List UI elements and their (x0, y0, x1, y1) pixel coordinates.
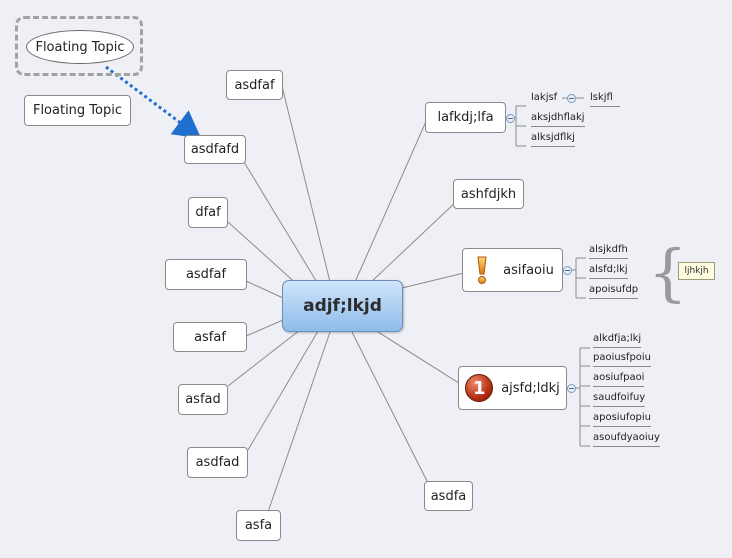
subtopic-label: alksjdflkj (531, 132, 575, 143)
main-topic[interactable]: ashfdjkh (453, 179, 524, 209)
branch-line (245, 280, 284, 299)
subtopic-label: saudfoifuy (593, 392, 646, 403)
collapse-toggle[interactable] (567, 94, 576, 103)
main-topic-label: dfaf (195, 205, 221, 220)
selection-frame (15, 16, 143, 76)
main-topic[interactable]: asifaoiu (462, 248, 563, 292)
summary-label: ljhkjh (684, 266, 709, 276)
branch-line (245, 319, 284, 337)
subtopic-label: lakjsf (531, 92, 558, 103)
subtopic[interactable]: alsjkdfh (589, 244, 628, 259)
main-topic[interactable]: lafkdj;lfa (425, 102, 506, 133)
priority-1-icon: 1 (465, 374, 494, 402)
floating-topic-label: Floating Topic (32, 103, 123, 118)
central-topic-label: adjf;lkjd (303, 296, 382, 316)
subtopic-label: alsfd;lkj (589, 264, 628, 275)
subtopic[interactable]: lakjsf (531, 92, 557, 104)
summary-topic[interactable]: ljhkjh (678, 262, 715, 280)
main-topic-label: ashfdjkh (460, 186, 517, 202)
subtopic-label: alsjkdfh (589, 244, 628, 255)
main-topic[interactable]: dfaf (188, 197, 228, 228)
subtopic[interactable]: apoisufdp (589, 284, 639, 299)
relationship-arrow[interactable] (105, 65, 202, 139)
branch-line (227, 221, 301, 288)
main-topic-label: asdfaf (185, 267, 227, 282)
subtopic[interactable]: asoufdyaoiuy (593, 432, 660, 447)
subtopic-label: paoiusfpoiu (593, 352, 652, 363)
floating-topic-box[interactable]: Floating Topic (24, 95, 131, 126)
main-topic-label: asdfaf (234, 77, 275, 93)
branch-line (267, 331, 331, 513)
subtopic[interactable]: paoiusfpoiu (593, 352, 652, 367)
subtopic-label: aosiufpaoi (593, 372, 645, 383)
main-topic-label: asifaoiu (503, 262, 554, 278)
main-topic[interactable]: asdfa (424, 481, 473, 511)
branch-line (369, 199, 459, 284)
subtopic-label: lskjfl (590, 92, 613, 103)
main-topic[interactable]: 1 ajsfd;ldkj (458, 366, 567, 410)
subtopic[interactable]: lskjfl (590, 92, 620, 107)
subtopic-label: aksjdhflakj (531, 112, 585, 123)
main-topic-label: asdfad (195, 455, 240, 470)
main-topic[interactable]: asdfafd (184, 135, 246, 164)
main-topic[interactable]: asdfad (187, 447, 248, 478)
branch-line (401, 272, 465, 289)
main-topic-label: asdfafd (190, 142, 240, 157)
main-topic[interactable]: asdfaf (226, 70, 283, 100)
subtopic-label: apoisufdp (589, 284, 639, 295)
main-topic[interactable]: asdfaf (165, 259, 247, 290)
subtopic-label: aposiufopiu (593, 412, 652, 423)
main-topic-label: lafkdj;lfa (437, 110, 494, 125)
subtopic[interactable]: aosiufpaoi (593, 372, 645, 387)
main-topic-label: asfa (244, 518, 273, 533)
main-topic-label: asfad (185, 392, 221, 407)
main-topic-label: asdfa (430, 488, 467, 504)
subtopic[interactable]: alkdfja;lkj (593, 333, 642, 348)
collapse-toggle[interactable] (506, 114, 515, 123)
branch-line (351, 331, 429, 484)
subtopic-label: alkdfja;lkj (593, 333, 642, 344)
main-topic[interactable]: asfa (236, 510, 281, 541)
branch-line (243, 161, 319, 285)
main-topic-label: asfaf (194, 329, 226, 345)
subtopic[interactable]: saudfoifuy (593, 392, 646, 407)
subtopic[interactable]: alksjdflkj (531, 132, 575, 147)
floating-topic-ellipse[interactable]: Floating Topic (26, 30, 134, 64)
collapse-toggle[interactable] (567, 384, 576, 393)
branch-line (281, 85, 331, 283)
subtopic[interactable]: alsfd;lkj (589, 264, 628, 279)
main-topic[interactable]: asfad (178, 384, 228, 415)
main-topic[interactable]: asfaf (173, 322, 247, 352)
exclamation-icon (477, 256, 487, 284)
collapse-toggle[interactable] (563, 266, 572, 275)
subtopic-label: asoufdyaoiuy (593, 432, 660, 443)
floating-topic-label: Floating Topic (35, 39, 125, 55)
branch-line (377, 331, 463, 386)
subtopic[interactable]: aksjdhflakj (531, 112, 585, 127)
branch-line (247, 330, 319, 451)
branch-line (227, 329, 301, 387)
subtopic[interactable]: aposiufopiu (593, 412, 652, 427)
central-topic[interactable]: adjf;lkjd (282, 280, 403, 332)
branch-line (354, 116, 429, 283)
main-topic-label: ajsfd;ldkj (501, 380, 560, 396)
